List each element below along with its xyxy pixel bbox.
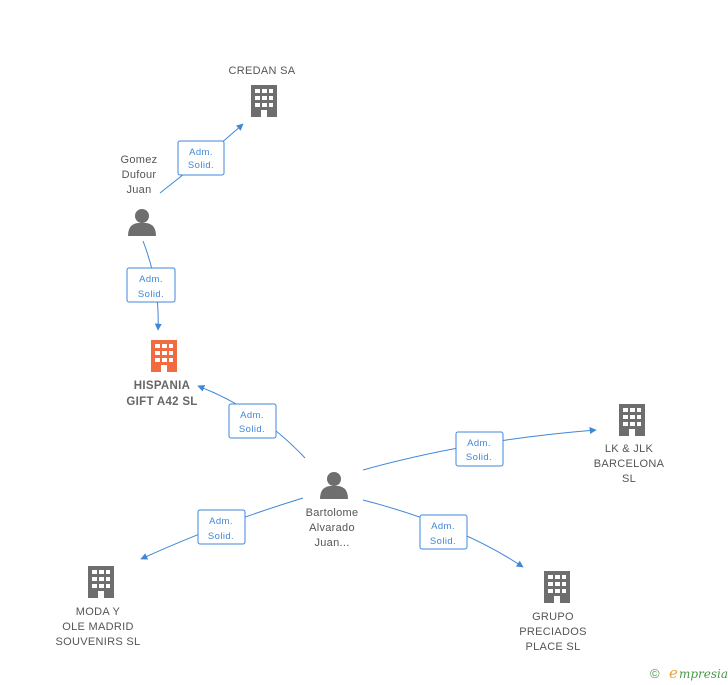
brand-name: mpresia bbox=[679, 667, 728, 681]
node-label: BARCELONA bbox=[594, 458, 665, 470]
relation-label: Adm. bbox=[209, 516, 233, 527]
node-hispania[interactable]: HISPANIA GIFT A42 SL bbox=[126, 340, 197, 408]
node-lk[interactable]: LK & JLK BARCELONA SL bbox=[594, 404, 665, 485]
person-icon bbox=[320, 472, 348, 499]
relation-label: Solid. bbox=[208, 531, 234, 542]
copyright-symbol: © bbox=[650, 666, 660, 681]
node-label: MODA Y bbox=[76, 606, 121, 618]
person-icon bbox=[128, 209, 156, 236]
relation-label: Adm. bbox=[189, 147, 213, 158]
node-label: Bartolome bbox=[306, 507, 359, 519]
relation-label: Solid. bbox=[239, 424, 265, 435]
node-label: Alvarado bbox=[309, 522, 355, 534]
node-label: GIFT A42 SL bbox=[126, 396, 197, 408]
relation-label: Adm. bbox=[139, 274, 163, 285]
relation-box-bartolome-moda[interactable]: Adm. Solid. bbox=[197, 509, 246, 545]
node-label: HISPANIA bbox=[134, 380, 191, 392]
node-label: PRECIADOS bbox=[519, 626, 587, 638]
building-icon bbox=[251, 85, 277, 117]
relation-label: Solid. bbox=[430, 536, 456, 547]
node-gomez[interactable]: Gomez Dufour Juan bbox=[121, 154, 158, 236]
node-label: LK & JLK bbox=[605, 443, 654, 455]
building-icon bbox=[151, 340, 177, 372]
node-label: OLE MADRID bbox=[62, 621, 133, 633]
relation-label: Solid. bbox=[466, 452, 492, 463]
relation-label: Adm. bbox=[467, 438, 491, 449]
node-label: CREDAN SA bbox=[229, 65, 296, 77]
relation-box-bartolome-hispania[interactable]: Adm. Solid. bbox=[228, 403, 277, 439]
node-credan[interactable]: CREDAN SA bbox=[229, 65, 296, 117]
node-label: Dufour bbox=[122, 169, 157, 181]
brand-initial: e bbox=[669, 664, 678, 682]
building-icon bbox=[88, 566, 114, 598]
node-moda[interactable]: MODA Y OLE MADRID SOUVENIRS SL bbox=[56, 566, 141, 648]
relation-label: Adm. bbox=[431, 521, 455, 532]
relation-label: Adm. bbox=[240, 410, 264, 421]
relation-label: Solid. bbox=[188, 160, 214, 171]
node-label: Gomez bbox=[121, 154, 158, 166]
relation-label: Solid. bbox=[138, 289, 164, 300]
building-icon bbox=[619, 404, 645, 436]
node-label: GRUPO bbox=[532, 611, 574, 623]
node-bartolome[interactable]: Bartolome Alvarado Juan... bbox=[306, 472, 359, 549]
node-label: Juan... bbox=[314, 537, 349, 549]
node-label: SOUVENIRS SL bbox=[56, 636, 141, 648]
node-label: PLACE SL bbox=[526, 641, 581, 653]
relation-box-bartolome-lk[interactable]: Adm. Solid. bbox=[455, 431, 504, 467]
relation-box-gomez-hispania[interactable]: Adm. Solid. bbox=[126, 267, 176, 303]
building-icon bbox=[544, 571, 570, 603]
relation-box-bartolome-grupo[interactable]: Adm. Solid. bbox=[419, 514, 468, 550]
node-grupo[interactable]: GRUPO PRECIADOS PLACE SL bbox=[519, 571, 587, 653]
node-label: Juan bbox=[126, 184, 151, 196]
node-label: SL bbox=[622, 473, 636, 485]
edges bbox=[140, 123, 597, 568]
brand-logo: © e mpresia bbox=[650, 664, 728, 682]
relation-box-gomez-credan[interactable]: Adm. Solid. bbox=[177, 140, 225, 176]
